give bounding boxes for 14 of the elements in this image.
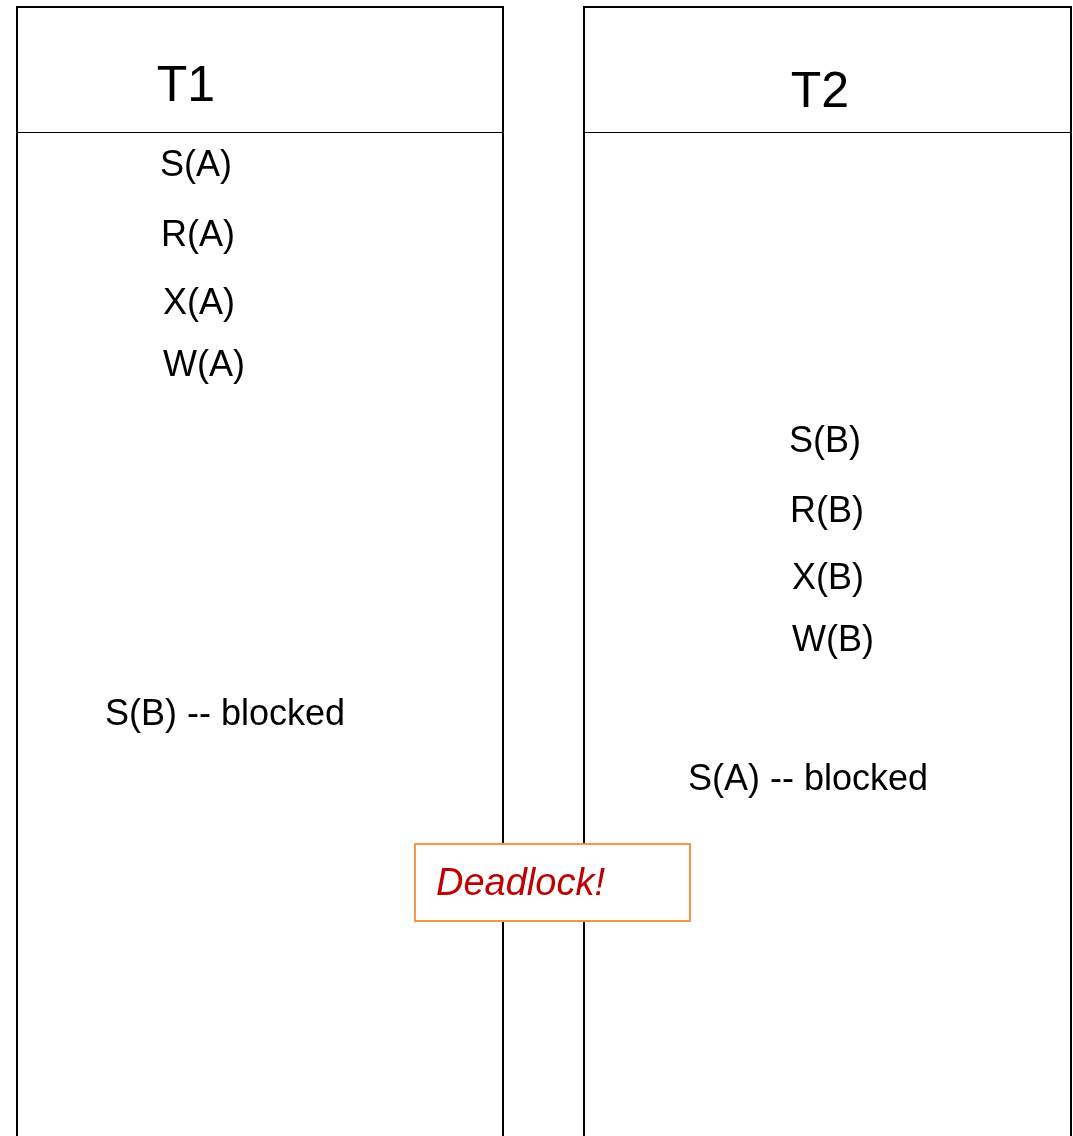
operation-text: W(B): [792, 618, 874, 660]
operation-text: S(A): [160, 143, 232, 185]
alert-box: [414, 843, 691, 922]
operation-text: S(B) -- blocked: [105, 692, 346, 734]
transaction-title: T1: [156, 55, 216, 113]
operation-text: R(B): [790, 489, 864, 531]
operation-text: X(B): [792, 556, 864, 598]
alert-text: Deadlock!: [436, 861, 605, 904]
operation-text: S(A) -- blocked: [688, 757, 929, 799]
operation-text: R(A): [161, 213, 235, 255]
operation-text: W(A): [163, 343, 245, 385]
transaction-title: T2: [790, 61, 850, 119]
operation-text: S(B): [789, 419, 861, 461]
operation-text: X(A): [163, 281, 235, 323]
